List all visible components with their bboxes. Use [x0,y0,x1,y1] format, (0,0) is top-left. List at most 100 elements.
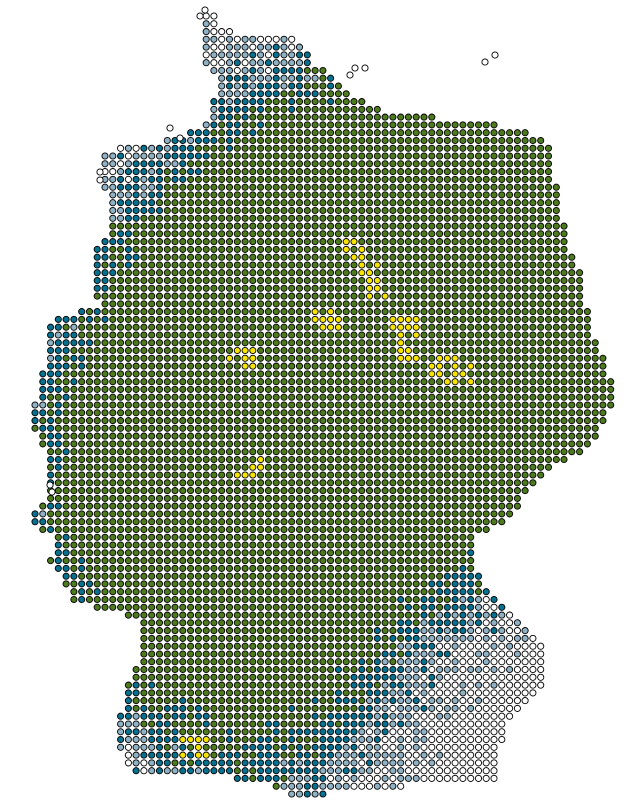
map-dot-green [249,183,257,191]
map-dot-green [132,354,140,362]
map-dot-green [233,603,241,611]
map-dot-green [459,261,467,269]
map-dot-green [70,401,78,409]
map-dot-teal [272,74,280,82]
map-dot-green [155,448,164,456]
map-dot-teal [358,712,366,720]
map-dot-green [506,230,514,238]
map-dot-green [288,603,296,611]
map-dot-green [365,300,374,308]
map-dot-green [467,121,475,129]
map-dot-green [420,494,428,502]
map-dot-green [358,541,366,549]
map-dot-green [295,502,304,510]
map-dot-empty [467,658,475,666]
map-dot-green [482,168,490,176]
map-dot-empty [451,681,459,689]
map-dot-green [443,455,451,464]
map-dot-green [62,463,70,471]
map-dot-green [249,238,257,246]
map-dot-green [295,448,304,456]
map-dot-green [295,735,304,744]
map-dot-green [202,160,210,168]
map-dot-green [218,160,226,168]
map-dot-green [327,113,335,121]
map-dot-yellow [428,370,436,378]
map-dot-green [272,315,280,323]
map-dot-empty [474,634,483,642]
map-dot-teal [288,98,296,106]
map-dot-teal [194,704,202,712]
map-dot-green [397,533,405,541]
map-dot-light-blue [412,728,420,736]
map-dot-green [132,502,140,510]
map-dot-empty [506,634,514,642]
map-dot-green [257,518,265,526]
map-dot-empty [459,697,467,705]
map-dot-green [288,370,296,378]
map-dot-empty [482,619,490,627]
map-dot-green [459,284,467,292]
map-dot-green [327,144,335,152]
map-dot-yellow [241,354,249,362]
map-dot-empty [233,66,241,75]
map-dot-green [272,440,280,448]
map-dot-teal [404,627,412,635]
map-dot-green [319,463,327,471]
map-dot-green [498,510,506,518]
map-dot-teal [225,74,234,82]
map-dot-green [155,533,164,541]
map-dot-green [513,199,521,207]
map-dot-green [124,471,132,479]
map-dot-green [101,401,109,409]
map-dot-green [490,455,498,464]
map-dot-green [436,564,444,572]
map-dot-green [218,728,226,736]
map-dot-green [194,681,202,689]
map-dot-green [187,455,195,464]
map-dot-green [225,269,234,277]
map-dot-green [436,463,444,471]
map-dot-teal [47,346,55,355]
map-dot-green [327,284,335,292]
map-dot-teal [163,152,171,160]
map-dot-green [327,665,335,674]
map-dot-teal [412,634,420,642]
map-dot-teal [373,658,381,666]
map-dot-green [544,168,553,176]
map-dot-green [451,432,459,440]
map-dot-green [78,549,86,557]
map-dot-green [365,564,374,572]
map-dot-green [350,113,358,121]
map-dot-green [109,276,117,285]
map-dot-green [576,432,584,440]
map-dot-green [467,191,475,199]
map-dot-green [607,393,615,401]
map-dot-green [241,417,249,425]
map-dot-green [257,658,265,666]
map-dot-empty [202,51,210,59]
map-dot-light-blue [140,728,148,736]
map-dot-green [404,261,412,269]
map-dot-light-blue [109,152,117,160]
map-dot-green [311,175,319,183]
map-dot-teal [225,105,234,113]
map-dot-green [257,533,265,541]
map-dot-empty [498,735,506,744]
map-dot-green [117,448,125,456]
map-dot-green [350,642,358,650]
map-dot-green [373,308,381,316]
map-dot-green [397,292,405,300]
map-dot-green [506,245,514,253]
map-dot-light-blue [482,611,490,619]
map-dot-green [490,245,498,253]
map-dot-green [140,689,148,697]
map-dot-green [62,354,70,362]
map-dot-light-blue [163,160,171,168]
map-dot-green [101,362,109,370]
map-dot-green [342,650,350,658]
map-dot-green [288,595,296,604]
map-dot-green [311,183,319,191]
map-dot-green [132,665,140,674]
map-dot-light-blue [451,697,459,705]
